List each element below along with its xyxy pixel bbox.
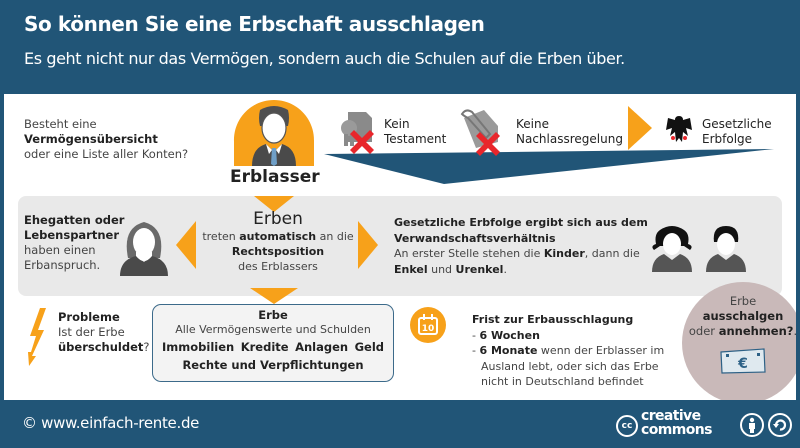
website-link[interactable]: © www.einfach-rente.de — [22, 414, 200, 432]
girl-avatar — [652, 226, 692, 272]
certificate-crossed-icon — [341, 112, 374, 154]
estate-box: Erbe Alle Vermögenswerte und Schulden Im… — [152, 304, 394, 382]
calendar-glyph — [418, 314, 438, 335]
erblasser-label: Erblasser — [230, 166, 320, 188]
heirs-title: Erben — [253, 209, 303, 229]
calendar-icon: 10 — [410, 307, 446, 343]
boy-avatar — [706, 226, 746, 272]
cc-icon: cc — [616, 415, 638, 437]
arrow-down-icon — [250, 288, 298, 304]
statutory-succession-label: Gesetzliche Erbfolge — [702, 117, 772, 146]
svg-text:€: € — [737, 356, 748, 372]
euro-banknote-icon: € — [720, 348, 766, 374]
page-subtitle: Es geht nicht nur das Vermögen, sondern … — [24, 49, 625, 68]
person-glyph — [749, 417, 755, 433]
arrow-right-icon — [358, 221, 378, 269]
lightning-icon — [28, 308, 46, 366]
no-estate-plan-label: Keine Nachlassregelung — [516, 117, 623, 146]
estate-items: Immobilien Kredite Anlagen Geld — [162, 340, 384, 354]
children-avatars-icon — [652, 226, 746, 272]
spouse-info: Ehegatten oder Lebenspartner haben einen… — [24, 213, 125, 272]
asset-overview-question: Besteht eine Vermögensübersicht oder ein… — [24, 117, 189, 161]
arrow-right-icon — [628, 106, 652, 150]
share-alike-icon — [768, 413, 792, 437]
document-pen-crossed-icon — [460, 109, 500, 156]
share-alike-glyph — [773, 419, 787, 431]
heirs-center: Erben treten automatisch an die Rechtspo… — [200, 209, 356, 274]
no-will-label: Kein Testament — [384, 117, 447, 146]
infographic-panel: Besteht eine Vermögensübersicht oder ein… — [4, 94, 796, 400]
problems-info: Probleme Ist der Erbe überschuldet? — [58, 310, 150, 354]
arrow-left-icon — [176, 221, 196, 269]
legal-succession-info: Gesetzliche Erbfolge ergibt sich aus dem… — [394, 216, 648, 276]
page-title: So können Sie eine Erbschaft ausschlagen — [24, 12, 485, 36]
deadline-info: Frist zur Erbausschlagung - 6 Wochen - 6… — [472, 313, 665, 388]
cc-wordmark: creative commons — [641, 408, 712, 438]
federal-eagle-icon — [666, 116, 692, 142]
woman-avatar-icon — [120, 222, 168, 276]
attribution-icon — [740, 413, 764, 437]
flow-wedge-shape — [324, 149, 774, 184]
decision-circle: Erbe ausschalgen oder annehmen?. € — [682, 282, 796, 400]
man-avatar-icon — [252, 106, 296, 166]
creative-commons-badge[interactable]: cc creative commons — [616, 408, 796, 442]
